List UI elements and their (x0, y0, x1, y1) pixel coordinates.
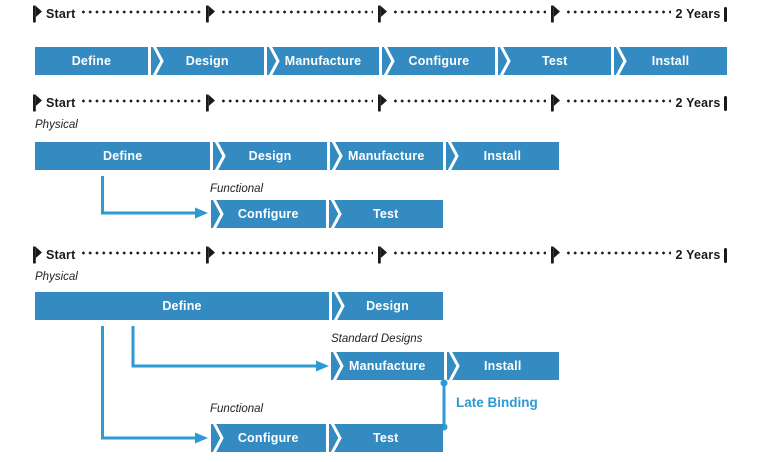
timeline-segment (387, 94, 551, 112)
timeline-end-bar (723, 95, 727, 111)
chevron-notch-icon (447, 142, 459, 170)
timeline-segment: 2 Years (560, 246, 724, 264)
phase-box-define: Define (35, 47, 148, 75)
row-label-physical: Physical (35, 119, 78, 131)
phase-box-design: Design (213, 142, 327, 170)
chevron-notch-icon (215, 142, 227, 170)
phase-box-manufacture: Manufacture (266, 47, 380, 75)
timeline-start-label: Start (46, 7, 76, 21)
dotted-line (564, 5, 671, 23)
phase-box-design: Design (332, 292, 443, 320)
row-label-functional: Functional (210, 403, 264, 415)
timeline-end-label: 2 Years (675, 7, 721, 21)
connector-arrow-define-to-functional (101, 176, 208, 219)
phase-box-test: Test (498, 47, 612, 75)
timeline-segment: Start (42, 94, 206, 112)
dotted-line (392, 94, 546, 112)
chevron-notch-icon (448, 352, 460, 380)
chevron-notch-icon (333, 292, 345, 320)
phase-box-install: Install (445, 142, 559, 170)
dotted-line (80, 94, 201, 112)
timeline-end-label: 2 Years (675, 248, 721, 262)
timeline-end-label: 2 Years (675, 96, 721, 110)
phase-box-install: Install (446, 352, 559, 380)
chevron-notch-icon (330, 200, 342, 228)
physical-phase-row: Define Design Manufacture Install (35, 142, 559, 170)
sequential-phase-row: Define Design Manufacture Configure Test… (35, 47, 727, 75)
row-label-physical: Physical (35, 271, 78, 283)
timeline-1: Start 2 Years (33, 5, 727, 23)
phase-box-define: Define (35, 142, 211, 170)
milestone-flag-icon (550, 5, 560, 23)
chevron-notch-icon (500, 47, 512, 75)
milestone-flag-icon (33, 246, 42, 264)
phase-box-install: Install (614, 47, 727, 75)
functional-phase-row: Configure Test (211, 200, 443, 228)
milestone-flag-icon (378, 94, 388, 112)
dotted-line (392, 5, 546, 23)
chevron-notch-icon (212, 200, 224, 228)
timeline-end-bar (723, 6, 727, 22)
phase-box-configure: Configure (382, 47, 496, 75)
timeline-segment: Start (42, 5, 206, 23)
phase-box-manufacture: Manufacture (329, 142, 443, 170)
milestone-flag-icon (33, 94, 42, 112)
timeline-2: Start 2 Years (33, 94, 727, 112)
standard-designs-phase-row: Manufacture Install (331, 352, 559, 380)
dotted-line (80, 5, 201, 23)
dotted-line (219, 5, 374, 23)
row-label-functional: Functional (210, 183, 264, 195)
phase-box-test: Test (328, 200, 443, 228)
timeline-start-label: Start (46, 96, 76, 110)
phase-box-manufacture: Manufacture (331, 352, 444, 380)
milestone-flag-icon (205, 246, 215, 264)
connector-arrow-define-to-functional (101, 326, 208, 444)
chevron-notch-icon (152, 47, 164, 75)
chevron-notch-icon (212, 424, 224, 452)
late-binding-connector (440, 379, 448, 431)
dotted-line (80, 246, 201, 264)
late-binding-label: Late Binding (456, 395, 538, 410)
phase-box-configure: Configure (211, 200, 326, 228)
milestone-flag-icon (378, 5, 388, 23)
dotted-line (219, 94, 374, 112)
milestone-flag-icon (550, 246, 560, 264)
phase-box-define: Define (35, 292, 330, 320)
timeline-start-label: Start (46, 248, 76, 262)
milestone-flag-icon (378, 246, 388, 264)
timeline-segment (215, 94, 379, 112)
timeline-segment (215, 246, 379, 264)
phase-box-test: Test (328, 424, 443, 452)
timeline-segment: 2 Years (560, 5, 724, 23)
milestone-flag-icon (550, 94, 560, 112)
row-label-standard-designs: Standard Designs (331, 333, 423, 345)
dotted-line (392, 246, 546, 264)
milestone-flag-icon (205, 5, 215, 23)
dotted-line (564, 94, 671, 112)
timeline-segment (387, 246, 551, 264)
milestone-flag-icon (205, 94, 215, 112)
dotted-line (564, 246, 671, 264)
chevron-notch-icon (384, 47, 396, 75)
connector-arrow-define-to-manufacture (131, 326, 329, 372)
timeline-segment (387, 5, 551, 23)
functional-phase-row: Configure Test (211, 424, 443, 452)
timeline-end-bar (723, 247, 727, 263)
chevron-notch-icon (615, 47, 627, 75)
chevron-notch-icon (332, 352, 344, 380)
timeline-3: Start 2 Years (33, 246, 727, 264)
dotted-line (219, 246, 374, 264)
timeline-segment (215, 5, 379, 23)
phase-box-design: Design (150, 47, 264, 75)
milestone-flag-icon (33, 5, 42, 23)
chevron-notch-icon (268, 47, 280, 75)
timeline-segment: Start (42, 246, 206, 264)
chevron-notch-icon (331, 142, 343, 170)
physical-phase-row: Define Design (35, 292, 443, 320)
chevron-notch-icon (330, 424, 342, 452)
timeline-segment: 2 Years (560, 94, 724, 112)
phase-box-configure: Configure (211, 424, 326, 452)
